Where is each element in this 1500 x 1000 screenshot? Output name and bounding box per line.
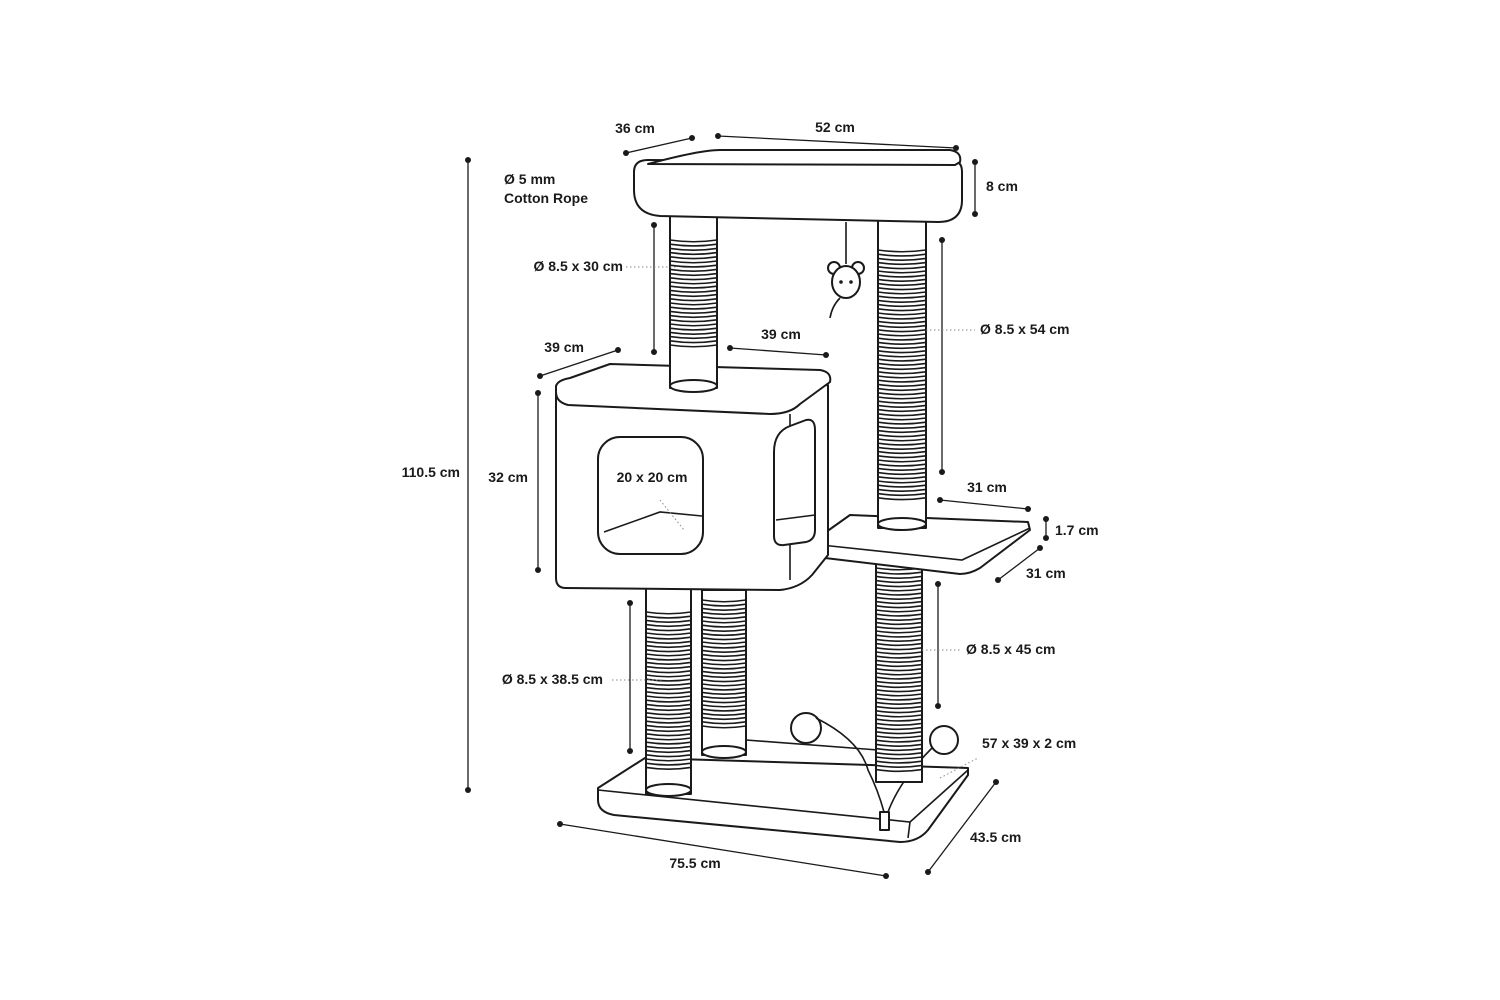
overall-height-label: 110.5 cm xyxy=(401,464,460,480)
post-upper-left-label: Ø 8.5 x 30 cm xyxy=(533,258,623,274)
post-upper-right-label: Ø 8.5 x 54 cm xyxy=(980,321,1070,337)
side-platform-depth-label: 31 cm xyxy=(1026,565,1066,581)
cube-width-label: 39 cm xyxy=(761,326,801,342)
side-platform-width-label: 31 cm xyxy=(967,479,1007,495)
overall-width-label: 75.5 cm xyxy=(669,855,721,871)
top-platform xyxy=(633,149,963,223)
post-upper-right xyxy=(877,217,927,531)
post-lower-right xyxy=(875,559,923,783)
mouse-toy-icon xyxy=(827,222,865,319)
overall-depth-label: 43.5 cm xyxy=(970,829,1022,845)
post-lower-left-front xyxy=(645,581,692,797)
top-depth-label: 36 cm xyxy=(615,120,655,136)
cube-height-label: 32 cm xyxy=(488,469,528,485)
post-upper-left xyxy=(669,209,718,393)
rope-diameter-label: Ø 5 mm xyxy=(504,171,556,187)
base-size-label: 57 x 39 x 2 cm xyxy=(982,735,1077,751)
top-width-label: 52 cm xyxy=(815,119,855,135)
cube-opening-label: 20 x 20 cm xyxy=(616,469,688,485)
cube-depth-label: 39 cm xyxy=(544,339,584,355)
rope-material-label: Cotton Rope xyxy=(504,190,588,206)
post-lower-left-back xyxy=(701,589,747,759)
top-height-label: 8 cm xyxy=(986,178,1018,194)
side-platform-thickness-label: 1.7 cm xyxy=(1055,522,1099,538)
post-lower-left-label: Ø 8.5 x 38.5 cm xyxy=(501,671,603,687)
post-lower-right-label: Ø 8.5 x 45 cm xyxy=(966,641,1056,657)
dimension-lines xyxy=(465,133,1049,879)
